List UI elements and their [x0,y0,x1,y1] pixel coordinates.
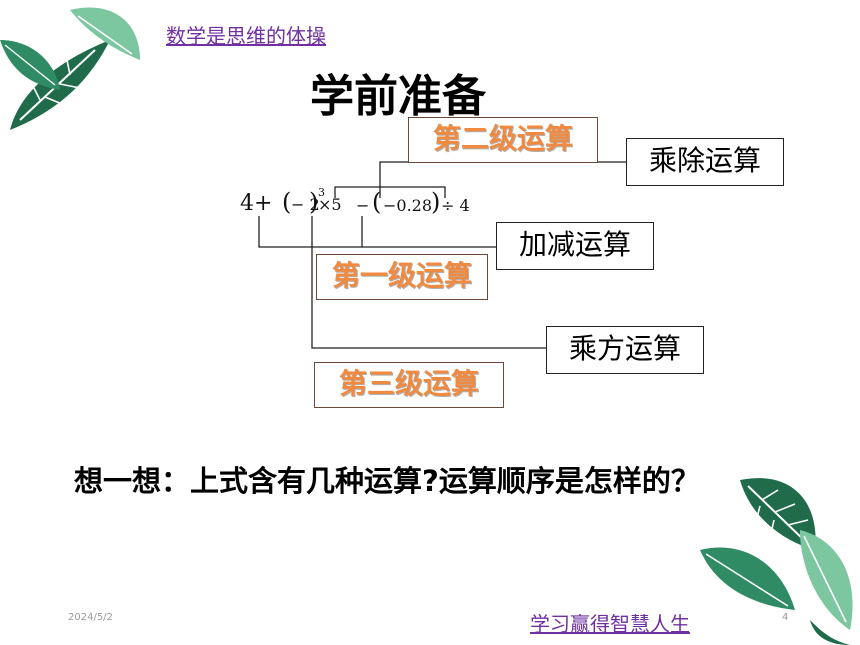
expr-exponent: 3 [318,186,325,199]
add-subtract-box: 加减运算 [496,222,654,270]
expr-rparen-1: ) [309,188,319,216]
power-box: 乘方运算 [546,326,704,374]
page-title: 学前准备 [310,71,486,122]
expr-minus: − [356,196,370,215]
question-text: 想一想：上式含有几种运算?运算顺序是怎样的？ [74,464,700,498]
expr-lparen-2: ( [372,188,382,216]
expr-div-four: ÷ 4 [441,196,470,215]
page-number: 4 [782,612,789,623]
bottom-motto-link[interactable]: 学习赢得智慧人生 [530,612,690,636]
expr-rparen-2: ) [431,188,441,216]
expr-times-five: ×5 [318,195,342,214]
expr-neg-028: −0.28 [383,196,433,215]
leaf-decoration-icon [0,7,140,130]
multiply-divide-box: 乘除运算 [626,138,784,186]
expr-lparen-1: ( [282,188,292,216]
leaf-decoration-icon [700,478,853,645]
slide-date: 2024/5/2 [68,612,113,623]
third-level-operation-label: 第三级运算 [314,362,504,408]
expr-plus: + [254,191,273,216]
expr-neg-two: − 2 [291,195,320,214]
expr-four: 4 [240,191,254,216]
first-level-operation-label: 第一级运算 [316,254,488,300]
second-level-operation-label: 第二级运算 [408,117,598,163]
top-motto-link[interactable]: 数学是思维的体操 [166,24,326,48]
